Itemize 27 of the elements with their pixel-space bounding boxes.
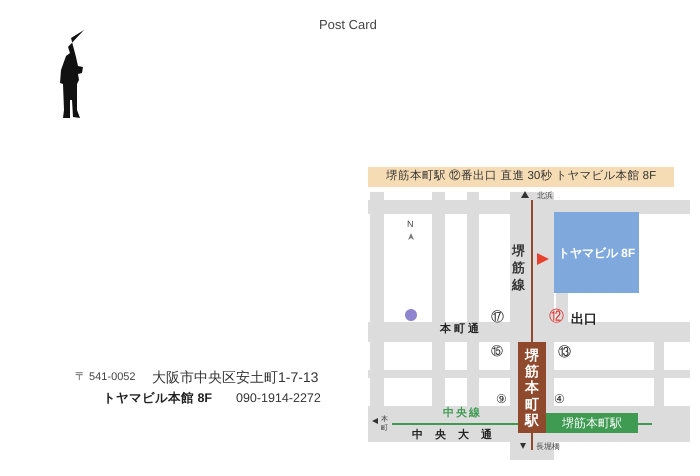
north-label: N [407,218,414,231]
address-text: 大阪市中央区安土町1-7-13 [152,368,318,387]
street-name: 本町通 [440,322,482,337]
station-bar [546,413,638,433]
building-name: トヤマビル 8F [558,244,636,262]
directions-text: 堺筋本町駅 ⑫番出口 直進 30秒 トヤマビル本館 8F [386,168,656,184]
station-name: 堺筋本町駅 [562,415,622,432]
exit-number: ⑬ [558,343,571,361]
direction-label: 長堀橋 [536,441,560,453]
card-title: Post Card [319,16,377,34]
direction-label: 北浜 [537,190,553,202]
phone-number: 090-1914-2272 [236,390,321,407]
street-name: 中央大通 [412,428,504,443]
station-name: 堺筋本町駅 [525,347,539,428]
exit-number: ④ [554,391,565,408]
exit-number: ⑰ [491,308,504,326]
building-text: トヤマビル本館 8F [103,390,212,407]
building-block [554,212,639,293]
exit-number: ⑫ [549,307,564,327]
line-name: 中央線 [443,406,482,421]
line-name: 堺筋線 [512,243,525,294]
postal-code: 〒 541-0052 [75,370,136,385]
heading-banner [368,167,674,187]
exit-number: ⑮ [491,343,503,360]
station-box [518,342,546,433]
exit-label: 出口 [571,310,597,328]
exit-number: ⑨ [496,391,507,408]
